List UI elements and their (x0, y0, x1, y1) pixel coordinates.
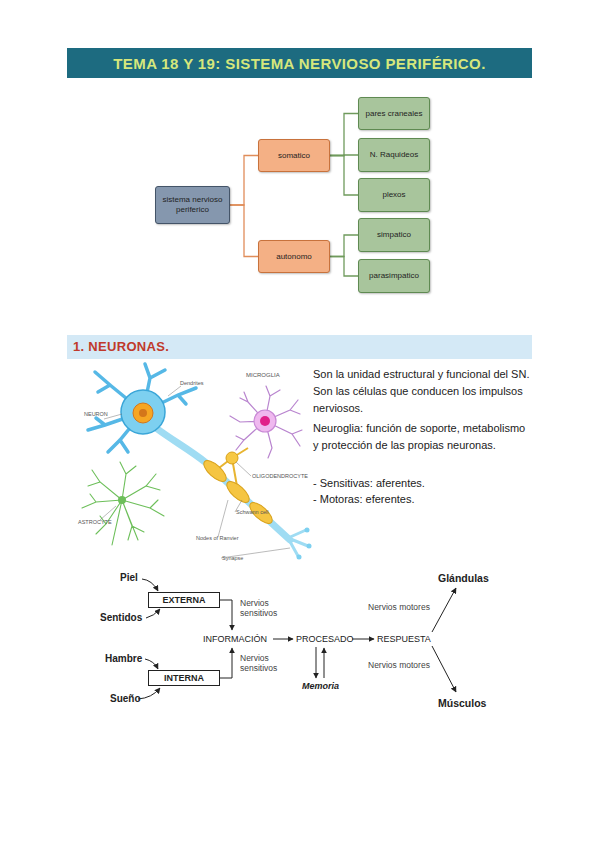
leaf-box: N. Raquideos (358, 138, 430, 172)
tree-connector (330, 257, 358, 277)
tree-connector (330, 114, 358, 156)
illustration-part (146, 609, 160, 618)
synapse-knob (305, 528, 310, 533)
section-band: 1. NEURONAS. (67, 335, 532, 359)
schwann-cell (201, 457, 230, 485)
leaf-box: plexos (358, 178, 430, 212)
branch-box: autonomo (258, 240, 330, 273)
input-name: Sueño (110, 693, 150, 705)
neuron-cell (88, 364, 312, 560)
list-item: - Sensitivas: aferentes. (313, 476, 531, 491)
body-text: Neuroglia: función de soporte, metabolis… (313, 420, 531, 454)
illustration-part (236, 462, 251, 476)
node-text: autonomo (276, 252, 312, 262)
node-text: simpatico (377, 230, 411, 240)
leaf-box: parasimpatico (358, 259, 430, 293)
illustration-part (142, 579, 158, 591)
dendrite (88, 364, 196, 452)
part-name: Synapse (222, 555, 262, 562)
part-name: Schwann cell (236, 509, 286, 516)
node-text: N. Raquideos (370, 150, 418, 160)
node-text: INTERNA (164, 673, 204, 684)
illustration-part (432, 588, 456, 632)
nucleolus (139, 409, 147, 417)
illustration-part (118, 496, 126, 504)
synapse-knob (297, 555, 302, 560)
tree-connector (330, 235, 358, 257)
input-name: Piel (120, 572, 150, 584)
illustration-part (230, 386, 302, 458)
illustration-part (324, 648, 325, 678)
illustration-part (432, 646, 456, 692)
illustration-part (316, 647, 317, 678)
part-name: MICROGLIA (246, 372, 306, 379)
root-box: sistema nervioso periferico (155, 186, 230, 224)
part-name: ASTROCYTE (78, 519, 128, 526)
input-name: Hambre (105, 653, 150, 665)
illustration-part (220, 648, 232, 678)
part-name: Dendrites (180, 380, 220, 387)
title-band: TEMA 18 Y 19: SISTEMA NERVIOSO PERIFÉRIC… (67, 48, 532, 78)
axon (156, 428, 290, 540)
leaf-box: simpatico (358, 218, 430, 252)
nucleus (133, 403, 153, 423)
node-text: parasimpatico (369, 271, 419, 281)
tree-connector (330, 156, 358, 196)
output-name: Músculos (438, 697, 508, 710)
input-name: Sentidos (100, 612, 150, 624)
flow-step: Memoria (302, 681, 352, 692)
node-text: somatico (278, 151, 310, 161)
arrow-note: Nervios sensitivos (240, 653, 288, 673)
node-text: pares craneales (366, 109, 423, 119)
illustration-part (220, 600, 232, 630)
branch-box: somatico (258, 139, 330, 172)
illustration-part (273, 639, 293, 640)
leaf-box: pares craneales (358, 97, 430, 130)
node-text: 1. NEURONAS. (73, 339, 169, 355)
illustration-part (254, 410, 276, 432)
source-box: INTERNA (148, 670, 220, 686)
node-text: plexos (382, 190, 405, 200)
illustration-part (82, 462, 164, 545)
flow-arrow (138, 579, 456, 699)
node-text: EXTERNA (162, 595, 205, 606)
source-box: EXTERNA (148, 592, 220, 608)
schwann-cell (224, 478, 253, 506)
arrow-note: Nervios motores (368, 660, 448, 670)
page-title: TEMA 18 Y 19: SISTEMA NERVIOSO PERIFÉRIC… (113, 55, 485, 72)
body-text: Son la unidad estructural y funcional de… (313, 366, 531, 417)
synapse-branches (288, 530, 308, 556)
part-name: NEURON (84, 411, 124, 418)
flow-step: PROCESADO (296, 634, 356, 645)
flow-step: INFORMACIÓN (203, 634, 278, 645)
microglia-cell (230, 386, 302, 458)
illustration-part (218, 500, 228, 537)
output-name: Glándulas (438, 572, 508, 585)
arrow-note: Nervios motores (368, 602, 448, 612)
part-name: OLIGODENDROCYTE (252, 473, 322, 480)
tree-connector (230, 156, 258, 206)
synapse-knob (307, 544, 312, 549)
illustration-part (145, 659, 158, 669)
node-text: sistema nervioso periferico (158, 195, 227, 214)
tree-connector (230, 205, 258, 257)
illustration-part (100, 506, 116, 520)
cell-body (121, 390, 165, 434)
part-name: Nodes of Ranvier (196, 535, 266, 542)
illustration-part (352, 639, 374, 640)
flow-step: RESPUESTA (377, 634, 437, 645)
arrow-note: Nervios sensitivos (240, 598, 288, 618)
illustration-part (138, 688, 160, 699)
illustration-part (168, 386, 181, 396)
leader-lines (100, 386, 290, 558)
illustration-part (260, 416, 270, 426)
astrocyte-cell (82, 462, 164, 545)
list-item: - Motoras: eferentes. (313, 492, 531, 507)
